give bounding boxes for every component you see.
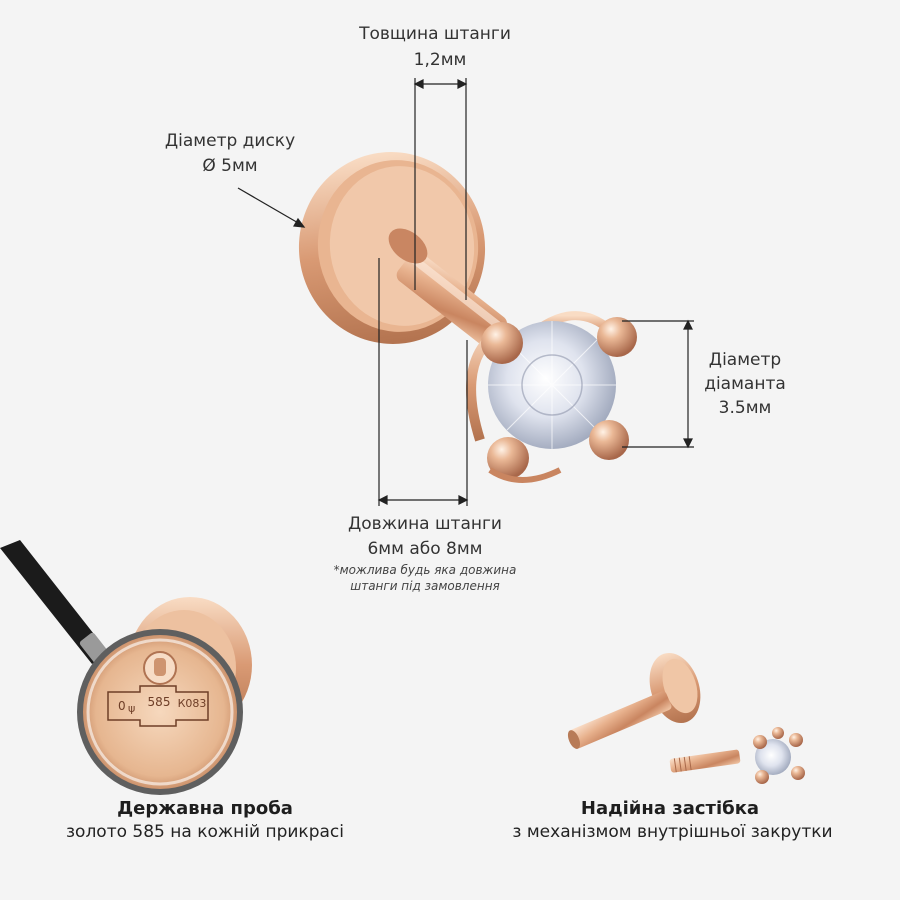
bar-length-title: Довжина штанги bbox=[348, 514, 502, 534]
feature-subtitle-hallmark: золото 585 на кожній прикрасі bbox=[66, 822, 344, 842]
svg-text:ψ: ψ bbox=[128, 702, 135, 715]
feature-subtitle-clasp: з механізмом внутрішньої закрутки bbox=[512, 822, 833, 842]
diamond-diameter-line1: Діаметр bbox=[708, 350, 782, 370]
hallmark-stamp bbox=[107, 685, 209, 727]
bar-length-value: 6мм або 8мм bbox=[367, 539, 483, 559]
magnifier-lens bbox=[77, 629, 243, 795]
bar-thickness-title: Товщина штанги bbox=[359, 24, 511, 44]
hallmark-number: 585 bbox=[147, 695, 171, 709]
bar-length-note-line2: штанги під замовлення bbox=[350, 579, 500, 593]
maker-code: К083 bbox=[177, 697, 207, 710]
disc-diameter-title: Діаметр диску bbox=[164, 131, 296, 151]
disc-diameter-value: Ø 5мм bbox=[202, 156, 258, 176]
magnifier-handle bbox=[0, 540, 108, 664]
prong-ball bbox=[487, 437, 529, 479]
prong-ball bbox=[589, 420, 629, 460]
prong-ball bbox=[481, 322, 523, 364]
feature-title-hallmark: Державна проба bbox=[117, 798, 293, 819]
diamond-diameter-line2: діаманта bbox=[704, 374, 786, 394]
disc-diameter-pointer bbox=[237, 187, 301, 225]
bar bbox=[396, 251, 507, 348]
clasp-parts bbox=[567, 652, 805, 784]
dimension-lines bbox=[237, 78, 694, 506]
bar-thickness-value: 1,2мм bbox=[413, 50, 467, 70]
diamond-diameter-value: 3.5мм bbox=[718, 398, 772, 418]
prong-ball bbox=[597, 317, 637, 357]
feature-title-clasp: Надійна застібка bbox=[580, 798, 760, 819]
bar-length-note-line1: *можлива будь яка довжина bbox=[333, 563, 517, 577]
svg-text:0: 0 bbox=[118, 699, 126, 713]
main-earring bbox=[298, 152, 637, 483]
magnifier-illustration: 0 ψ bbox=[0, 540, 252, 795]
